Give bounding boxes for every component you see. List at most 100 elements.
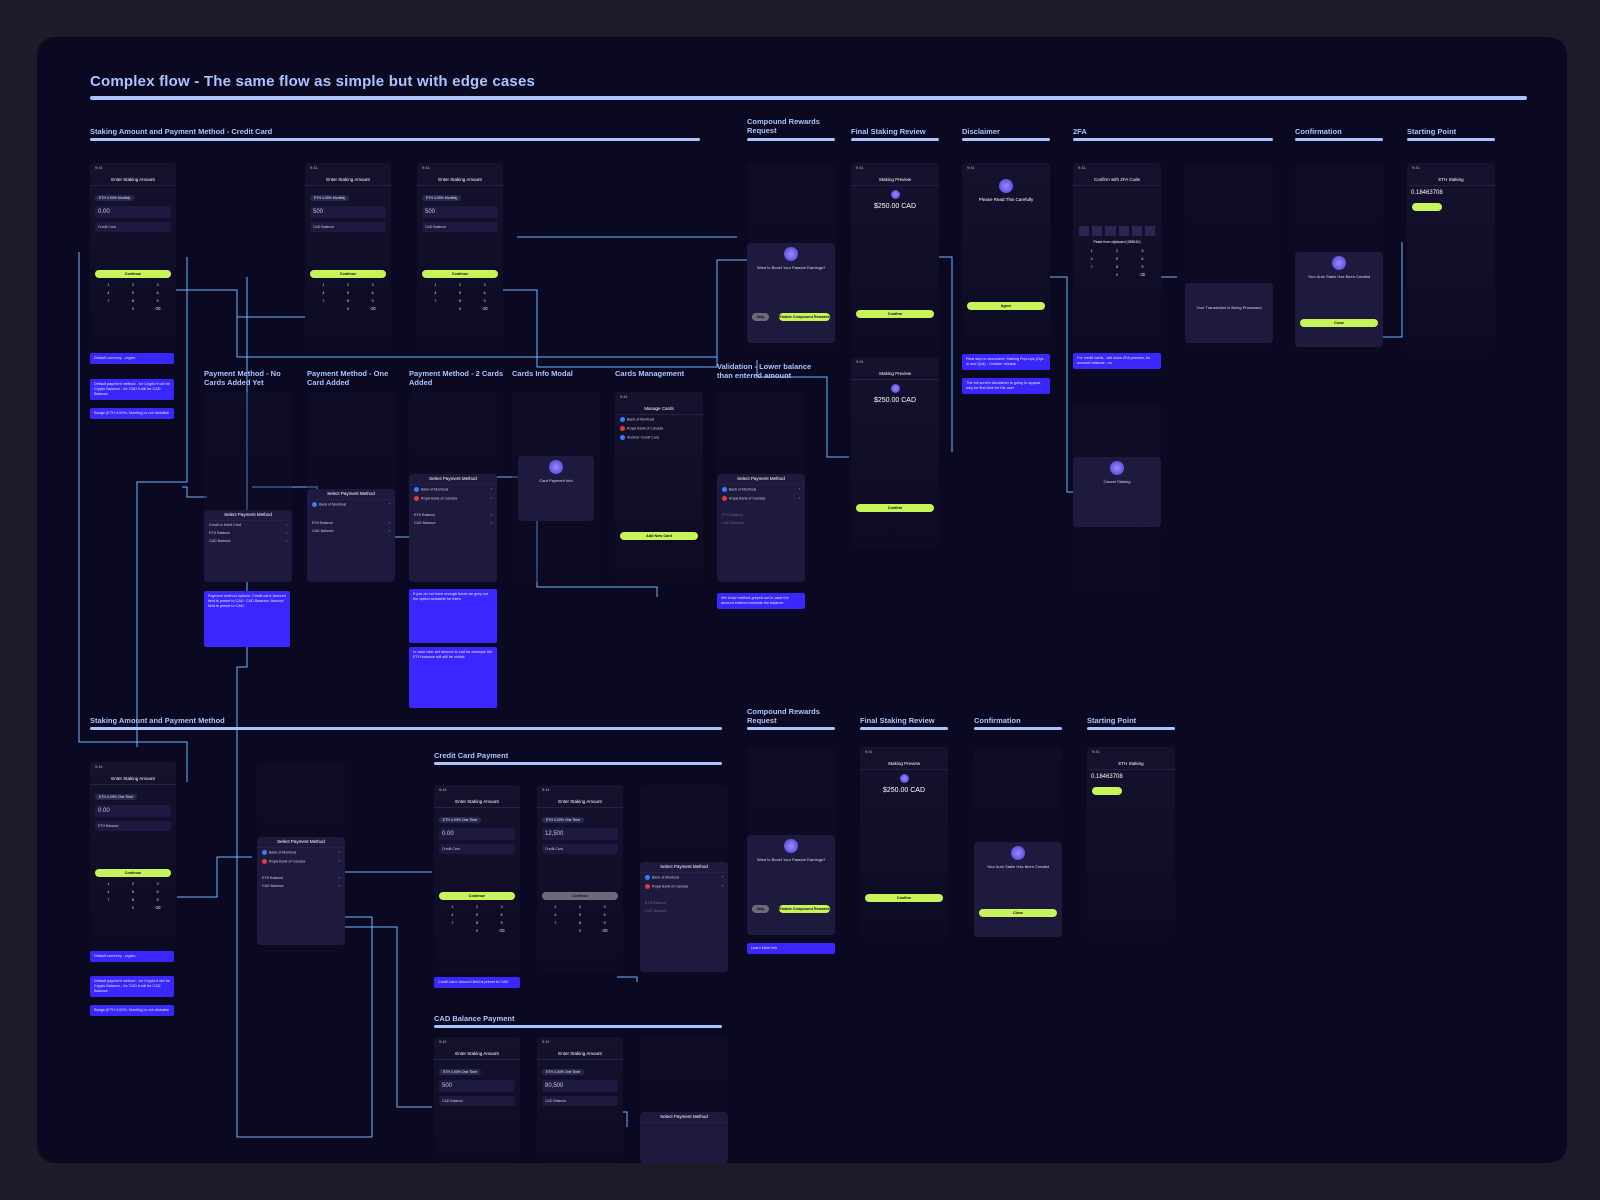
option-cad-balance[interactable]: CAD Balance› bbox=[414, 521, 492, 525]
option-eth-balance[interactable]: ETH Balance› bbox=[209, 531, 287, 535]
confirm-button[interactable]: Confirm bbox=[865, 894, 943, 902]
stake-more-button[interactable] bbox=[1092, 787, 1122, 795]
option-cad-balance-disabled: CAD Balance bbox=[645, 909, 667, 913]
status-time: 9:41 bbox=[967, 165, 975, 170]
stake-more-button[interactable] bbox=[1412, 203, 1442, 211]
agree-button[interactable]: Agree bbox=[967, 302, 1045, 310]
skip-button[interactable]: Skip bbox=[752, 905, 769, 913]
page-title: Complex flow - The same flow as simple b… bbox=[90, 73, 536, 90]
amount-field[interactable]: 0.00 bbox=[95, 805, 171, 817]
amount-field[interactable]: 500 bbox=[422, 206, 498, 218]
enable-compound-button[interactable]: Enable Compound Rewards bbox=[779, 313, 830, 321]
screen-title: Staking Preview bbox=[851, 175, 939, 186]
section-cad-payment: CAD Balance Payment bbox=[434, 1014, 515, 1023]
option-cad-balance[interactable]: CAD Balance› bbox=[312, 529, 390, 533]
option-royal-bank[interactable]: Royal Bank of Canada› bbox=[409, 494, 497, 503]
cancel-orb-icon bbox=[1110, 461, 1124, 475]
screen-title: Enter Staking Amount bbox=[417, 175, 503, 186]
amount-field[interactable]: 500 bbox=[439, 1080, 515, 1092]
2fa-code-input[interactable] bbox=[1079, 226, 1156, 236]
payment-method-cad[interactable]: CAD Balance bbox=[310, 222, 386, 232]
disclaimer-orb-icon bbox=[999, 179, 1013, 193]
card-another[interactable]: Another Credit Card bbox=[615, 433, 703, 442]
section-validation: Validation - Lower balance than entered … bbox=[717, 362, 812, 380]
section-rule bbox=[851, 138, 939, 141]
balance-value: 0.18463708 bbox=[1091, 774, 1123, 780]
option-eth-balance[interactable]: ETH Balance› bbox=[414, 513, 492, 517]
option-cad-balance[interactable]: CAD Balance› bbox=[209, 539, 287, 543]
preview-amount: $250.00 CAD bbox=[882, 787, 926, 794]
card-bank-montreal[interactable]: Bank of Montreal bbox=[615, 415, 703, 424]
continue-button[interactable]: Continue bbox=[95, 869, 171, 877]
amount-field[interactable]: 0.00 bbox=[95, 206, 171, 218]
processing-modal: Your Transaction is Being Processed bbox=[1185, 283, 1273, 343]
status-time: 9:41 bbox=[865, 749, 873, 754]
section-final-top: Final Staking Review bbox=[851, 127, 926, 136]
payment-method-cad[interactable]: CAD Balance bbox=[422, 222, 498, 232]
badge-rate: ETH 4.00% One Time bbox=[95, 794, 138, 800]
note-disclaimer-first-time: The full screen disclaimer is going to a… bbox=[962, 378, 1050, 394]
option-cad-balance[interactable]: CAD Balance› bbox=[262, 884, 340, 888]
amount-field[interactable]: 0.00 bbox=[439, 828, 515, 840]
option-royal-bank[interactable]: Royal Bank of Canada› bbox=[257, 857, 345, 866]
modal-title: Select Payment Method bbox=[204, 510, 292, 521]
payment-method-cad[interactable]: CAD Balance bbox=[439, 1096, 515, 1106]
option-bank-montreal[interactable]: Bank of Montreal› bbox=[257, 848, 345, 857]
section-confirmation-top: Confirmation bbox=[1295, 127, 1342, 136]
payment-method-credit[interactable]: Credit Card bbox=[95, 222, 171, 232]
amount-field[interactable]: 12,500 bbox=[542, 828, 618, 840]
note-eth-visible: In case user set amount to cad for examp… bbox=[409, 647, 497, 708]
enable-compound-button[interactable]: Enable Compound Rewards bbox=[779, 905, 830, 913]
option-royal-bank[interactable]: Royal Bank of Canada› bbox=[640, 882, 728, 891]
close-button[interactable]: Close bbox=[979, 909, 1057, 917]
preview-amount: $250.00 CAD bbox=[873, 203, 917, 210]
section-staking-pm: Staking Amount and Payment Method bbox=[90, 716, 225, 725]
add-new-card-button[interactable]: Add New Card bbox=[620, 532, 698, 540]
payment-method-eth[interactable]: ETH Balance bbox=[95, 821, 171, 831]
eth-icon bbox=[890, 190, 900, 199]
status-time: 9:41 bbox=[422, 165, 430, 170]
option-bank-montreal[interactable]: Bank of Montreal› bbox=[409, 485, 497, 494]
payment-method-credit[interactable]: Credit Card bbox=[439, 844, 515, 854]
option-bank-montreal[interactable]: Bank of Montreal› bbox=[717, 485, 805, 494]
title-underline bbox=[90, 96, 1527, 100]
option-bank-montreal[interactable]: Bank of Montreal› bbox=[640, 873, 728, 882]
compound-rewards-modal: Want to Boost Your Passive Earnings? Ski… bbox=[747, 243, 835, 343]
amount-field[interactable]: 80,500 bbox=[542, 1080, 618, 1092]
payment-method-cad[interactable]: CAD Balance bbox=[542, 1096, 618, 1106]
option-bank-montreal[interactable]: Bank of Montreal› bbox=[307, 500, 395, 509]
payment-method-credit[interactable]: Credit Card bbox=[542, 844, 618, 854]
card-royal-bank[interactable]: Royal Bank of Canada bbox=[615, 424, 703, 433]
screen-staking-preview-1: 9:41 Staking Preview $250.00 CAD Confirm bbox=[851, 163, 939, 353]
close-button[interactable]: Close bbox=[1300, 319, 1378, 327]
note-grey-out: If you do not have enough funds we grey … bbox=[409, 589, 497, 643]
status-time: 9:41 bbox=[1412, 165, 1420, 170]
skip-button[interactable]: Skip bbox=[752, 313, 769, 321]
badge-rate: ETH 4.00% One Time bbox=[439, 1069, 482, 1075]
modal-title: Select Payment Method bbox=[307, 489, 395, 500]
screen-title: Staking Preview bbox=[851, 369, 939, 380]
modal-title: Select Payment Method bbox=[640, 862, 728, 873]
option-royal-bank[interactable]: Royal Bank of Canada› bbox=[717, 494, 805, 503]
option-eth-balance[interactable]: ETH Balance› bbox=[262, 876, 340, 880]
amount-field[interactable]: 500 bbox=[310, 206, 386, 218]
continue-button[interactable]: Continue bbox=[422, 270, 498, 278]
option-credit-debit[interactable]: Credit or Debit Card› bbox=[209, 523, 287, 527]
preview-amount: $250.00 CAD bbox=[873, 397, 917, 404]
continue-button[interactable]: Continue bbox=[310, 270, 386, 278]
continue-button[interactable]: Continue bbox=[95, 270, 171, 278]
confirm-button[interactable]: Confirm bbox=[856, 310, 934, 318]
auto-stake-modal-bottom: Your Auto Stake Has Been Created Close bbox=[974, 842, 1062, 937]
confirm-button[interactable]: Confirm bbox=[856, 504, 934, 512]
paste-clipboard[interactable]: Paste from clipboard (385410) bbox=[1093, 240, 1141, 244]
continue-button[interactable]: Continue bbox=[439, 892, 515, 900]
option-eth-balance[interactable]: ETH Balance› bbox=[312, 521, 390, 525]
section-rule bbox=[860, 727, 948, 730]
